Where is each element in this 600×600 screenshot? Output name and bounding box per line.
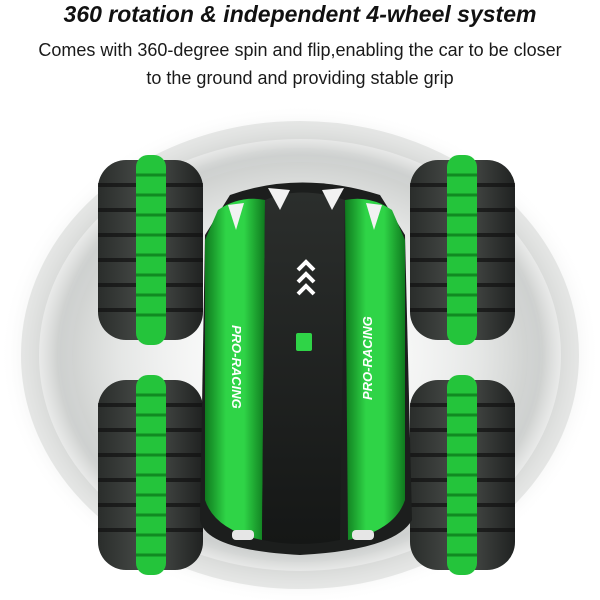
side-decal-right: PRO-RACING [360,316,375,400]
wheel-rear-left [98,375,203,575]
wheel-front-left [98,155,203,345]
description-line-1: Comes with 360-degree spin and flip,enab… [38,40,562,60]
headline-title: 360 rotation & independent 4-wheel syste… [63,1,537,27]
description-line-2: to the ground and providing stable grip [146,68,454,88]
chevron-up-icon [296,259,316,296]
wheel-front-right [410,155,515,345]
spin-blur-arc [21,121,579,589]
wheel-rear-right [410,375,515,575]
product-illustration: PRO-RACING PRO-RACING [0,105,600,600]
car-body [200,182,412,555]
indicator-light [296,333,312,351]
side-decal-left: PRO-RACING [229,325,244,409]
